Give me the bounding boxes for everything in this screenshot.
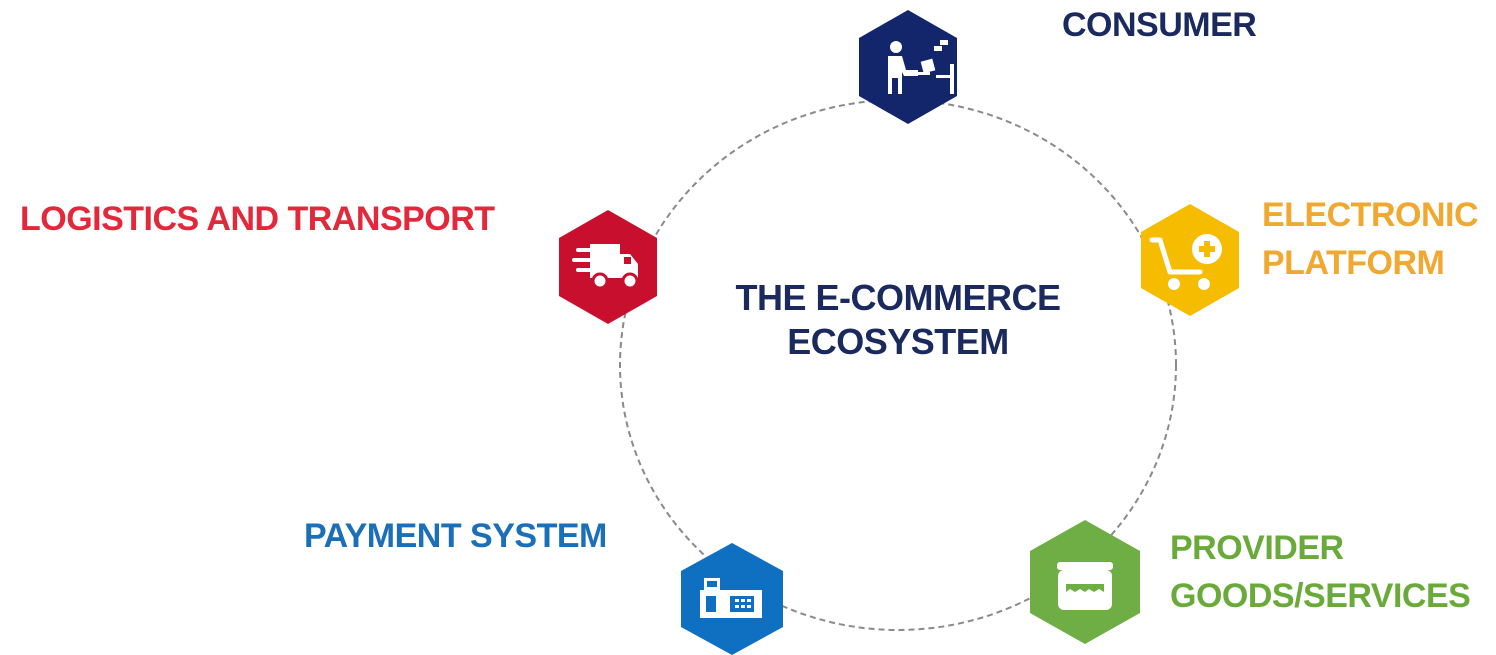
consumer-hexagon xyxy=(859,10,957,124)
consumer-label-line1: CONSUMER xyxy=(1062,6,1257,44)
electronic-platform-node xyxy=(1141,204,1239,316)
electronic-platform-label-line1: ELECTRONIC xyxy=(1262,196,1479,234)
consumer-label: CONSUMER xyxy=(1062,6,1257,44)
payment-system-node xyxy=(681,543,783,655)
electronic-platform-label-line2: PLATFORM xyxy=(1262,244,1445,282)
logistics-label: LOGISTICS AND TRANSPORT xyxy=(20,200,495,238)
payment-system-label-line1: PAYMENT SYSTEM xyxy=(304,517,607,555)
center-title-line2: ECOSYSTEM xyxy=(787,321,1009,362)
provider-label-line1: PROVIDER xyxy=(1170,529,1344,567)
electronic-platform-label: ELECTRONIC PLATFORM xyxy=(1262,196,1479,282)
logistics-node xyxy=(559,210,657,324)
provider-label-line2: GOODS/SERVICES xyxy=(1170,577,1471,615)
person-at-laptop-icon xyxy=(888,40,954,94)
center-title: THE E-COMMERCE ECOSYSTEM xyxy=(700,276,1096,364)
payment-system-label: PAYMENT SYSTEM xyxy=(304,517,607,555)
provider-label: PROVIDER GOODS/SERVICES xyxy=(1170,529,1471,615)
provider-node xyxy=(1030,520,1140,644)
center-title-line1: THE E-COMMERCE xyxy=(735,277,1062,318)
logistics-label-line1: LOGISTICS AND TRANSPORT xyxy=(20,200,495,238)
ecosystem-ring xyxy=(619,99,1177,631)
cash-register-icon xyxy=(700,578,762,618)
consumer-node xyxy=(859,10,957,124)
shopping-cart-plus-icon xyxy=(1149,234,1222,290)
delivery-truck-icon xyxy=(572,244,639,290)
electronic-platform-hexagon xyxy=(1141,204,1239,316)
storefront-icon xyxy=(1057,562,1113,610)
